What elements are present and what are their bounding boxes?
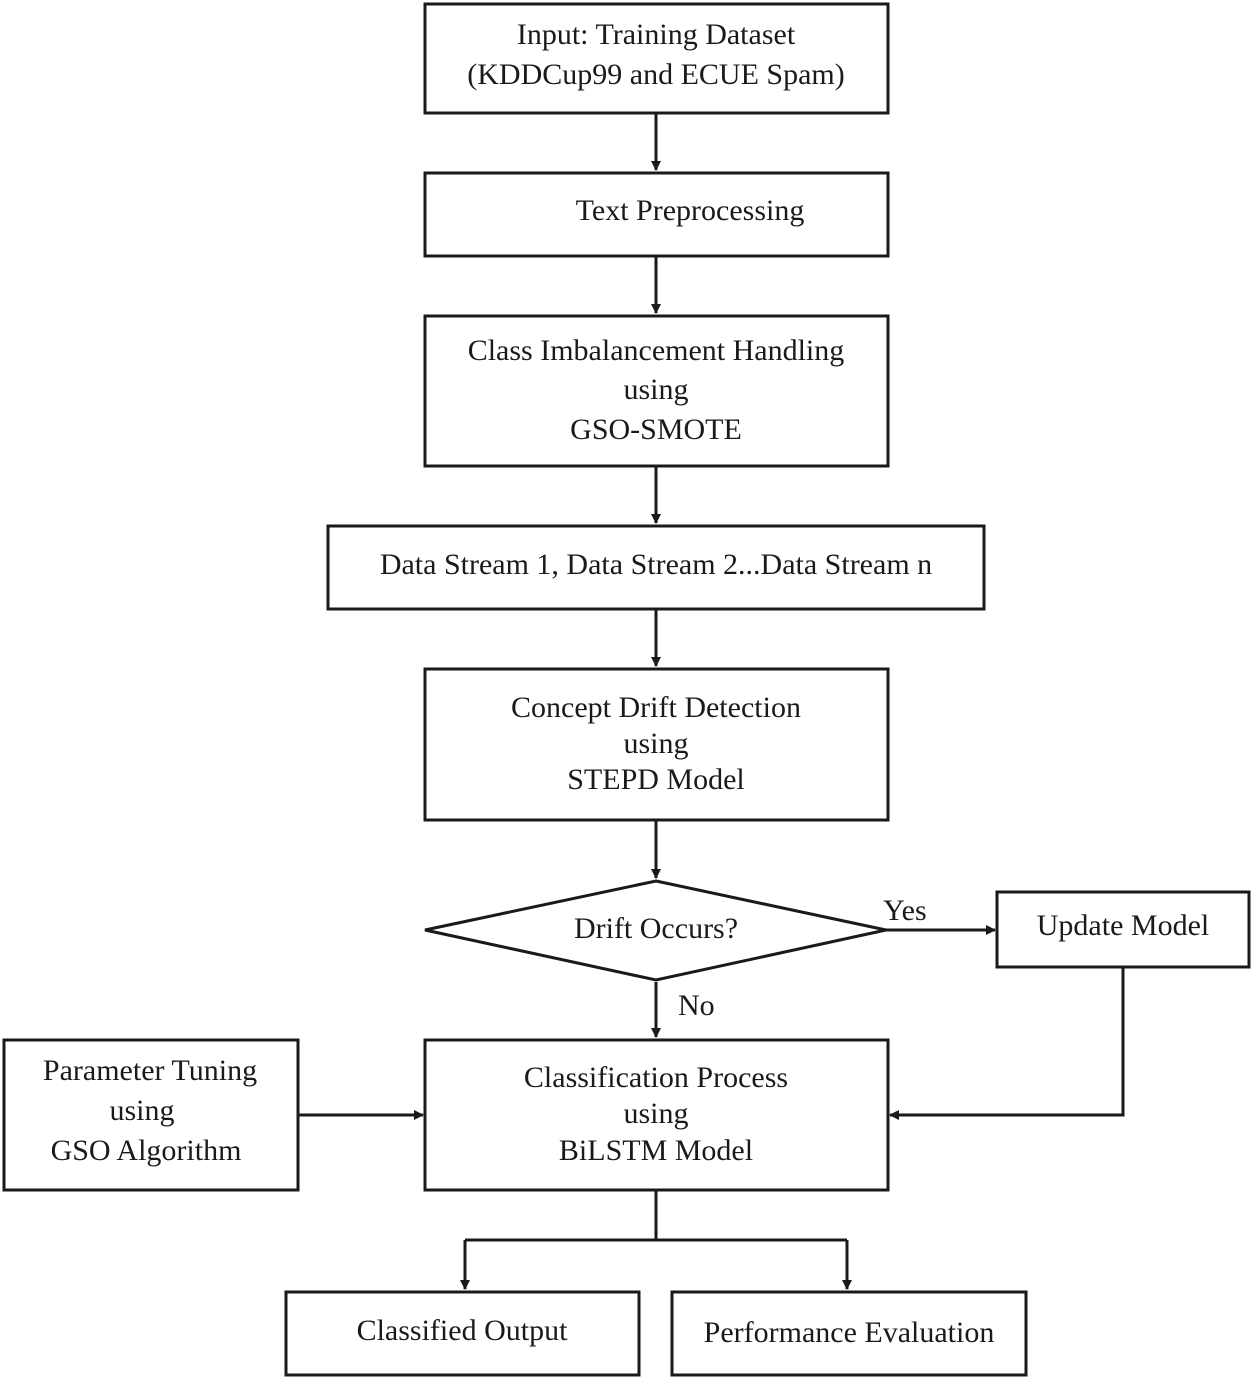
node-streams: Data Stream 1, Data Stream 2...Data Stre…	[326, 524, 986, 611]
edge-label-yes: Yes	[883, 894, 927, 927]
node-drift-detect-line-2: using	[623, 727, 688, 760]
node-imbalance-line-3: GSO-SMOTE	[570, 413, 742, 446]
node-tuning-box	[2, 1038, 300, 1192]
node-imbalance-box	[423, 314, 890, 468]
node-input-box	[423, 2, 890, 115]
node-classify-line-3: BiLSTM Model	[559, 1134, 753, 1167]
node-preprocess-line-1: Text Preprocessing	[576, 194, 805, 227]
node-preprocess: Text Preprocessing	[423, 171, 890, 258]
edge-label-no: No	[678, 989, 715, 1022]
node-classify-line-2: using	[623, 1097, 688, 1130]
arrow-update-to-classify	[889, 967, 1125, 1120]
node-output-box	[284, 1290, 641, 1377]
node-imbalance-line-2: using	[623, 373, 688, 406]
node-input-line-2: (KDDCup99 and ECUE Spam)	[467, 58, 844, 91]
node-decision: Drift Occurs?	[424, 879, 887, 982]
node-evaluation-box	[670, 1290, 1028, 1377]
node-input: Input: Training Dataset (KDDCup99 and EC…	[423, 2, 890, 115]
node-drift-detect: Concept Drift Detection using STEPD Mode…	[423, 667, 890, 822]
node-output-line-1: Classified Output	[357, 1314, 568, 1347]
node-input-line-1: Input: Training Dataset	[517, 18, 796, 51]
node-evaluation-line-1: Performance Evaluation	[704, 1316, 995, 1349]
node-tuning-line-3: GSO Algorithm	[51, 1134, 242, 1167]
node-tuning: Parameter Tuning using GSO Algorithm	[2, 1038, 300, 1192]
node-decision-diamond	[424, 879, 887, 982]
node-drift-detect-line-1: Concept Drift Detection	[511, 691, 801, 724]
node-drift-detect-line-3: STEPD Model	[567, 763, 745, 796]
node-update: Update Model	[995, 890, 1251, 969]
node-evaluation: Performance Evaluation	[670, 1290, 1028, 1377]
node-tuning-line-2: using	[109, 1094, 174, 1127]
node-imbalance: Class Imbalancement Handling using GSO-S…	[423, 314, 890, 468]
node-classify-line-1: Classification Process	[524, 1061, 788, 1094]
node-classify: Classification Process using BiLSTM Mode…	[423, 1038, 890, 1192]
node-drift-detect-box	[423, 667, 890, 822]
node-streams-box	[326, 524, 986, 611]
edges: Yes No	[298, 113, 1125, 1290]
node-streams-line-1: Data Stream 1, Data Stream 2...Data Stre…	[380, 548, 932, 581]
node-output: Classified Output	[284, 1290, 641, 1377]
node-preprocess-box	[423, 171, 890, 258]
node-classify-box	[423, 1038, 890, 1192]
node-update-line-1: Update Model	[1037, 909, 1209, 942]
node-imbalance-line-1: Class Imbalancement Handling	[468, 334, 845, 367]
node-update-box	[995, 890, 1251, 969]
node-tuning-line-1: Parameter Tuning	[43, 1054, 257, 1087]
node-decision-line-1: Drift Occurs?	[574, 912, 738, 945]
